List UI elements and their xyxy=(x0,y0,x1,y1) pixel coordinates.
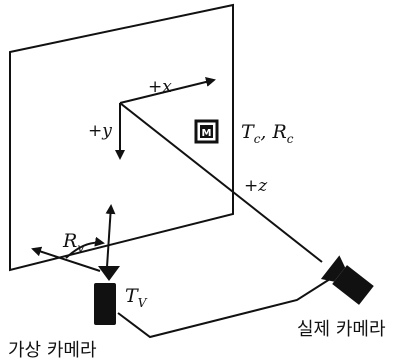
virtual-camera-icon xyxy=(94,266,120,325)
real-camera-icon xyxy=(320,255,374,305)
camera-link-line xyxy=(117,278,331,339)
y-axis-label: +y xyxy=(88,121,112,141)
virtual-rotation-label: Rv xyxy=(62,230,84,255)
z-axis-label: +z xyxy=(244,176,268,196)
x-axis-arrow xyxy=(119,77,216,104)
marker-pose-label: Tc,Rc xyxy=(241,121,294,146)
virtual-T-sub: V xyxy=(138,296,148,310)
screen-plane xyxy=(9,3,234,272)
real-camera-label: 실제 카메라 xyxy=(297,319,386,340)
virtual-translation-label: TV xyxy=(125,285,148,310)
z-axis-line xyxy=(119,102,323,263)
marker-T: T xyxy=(241,121,255,143)
x-axis-label: +x xyxy=(148,77,172,97)
virtual-R: R xyxy=(62,230,77,252)
marker-sep: , xyxy=(260,121,266,143)
marker-R: R xyxy=(271,121,286,143)
rotation-arc xyxy=(65,236,105,259)
virtual-camera-left-arrow xyxy=(31,246,101,272)
virtual-R-sub: v xyxy=(77,241,84,255)
virtual-camera-label: 가상 카메라 xyxy=(8,340,97,361)
marker-T-sub: c xyxy=(254,132,261,146)
virtual-camera-up-arrow xyxy=(105,204,116,268)
marker-icon: M xyxy=(194,119,219,144)
virtual-T: T xyxy=(125,285,139,307)
marker-glyph: M xyxy=(202,128,212,139)
marker-R-sub: c xyxy=(287,132,294,146)
